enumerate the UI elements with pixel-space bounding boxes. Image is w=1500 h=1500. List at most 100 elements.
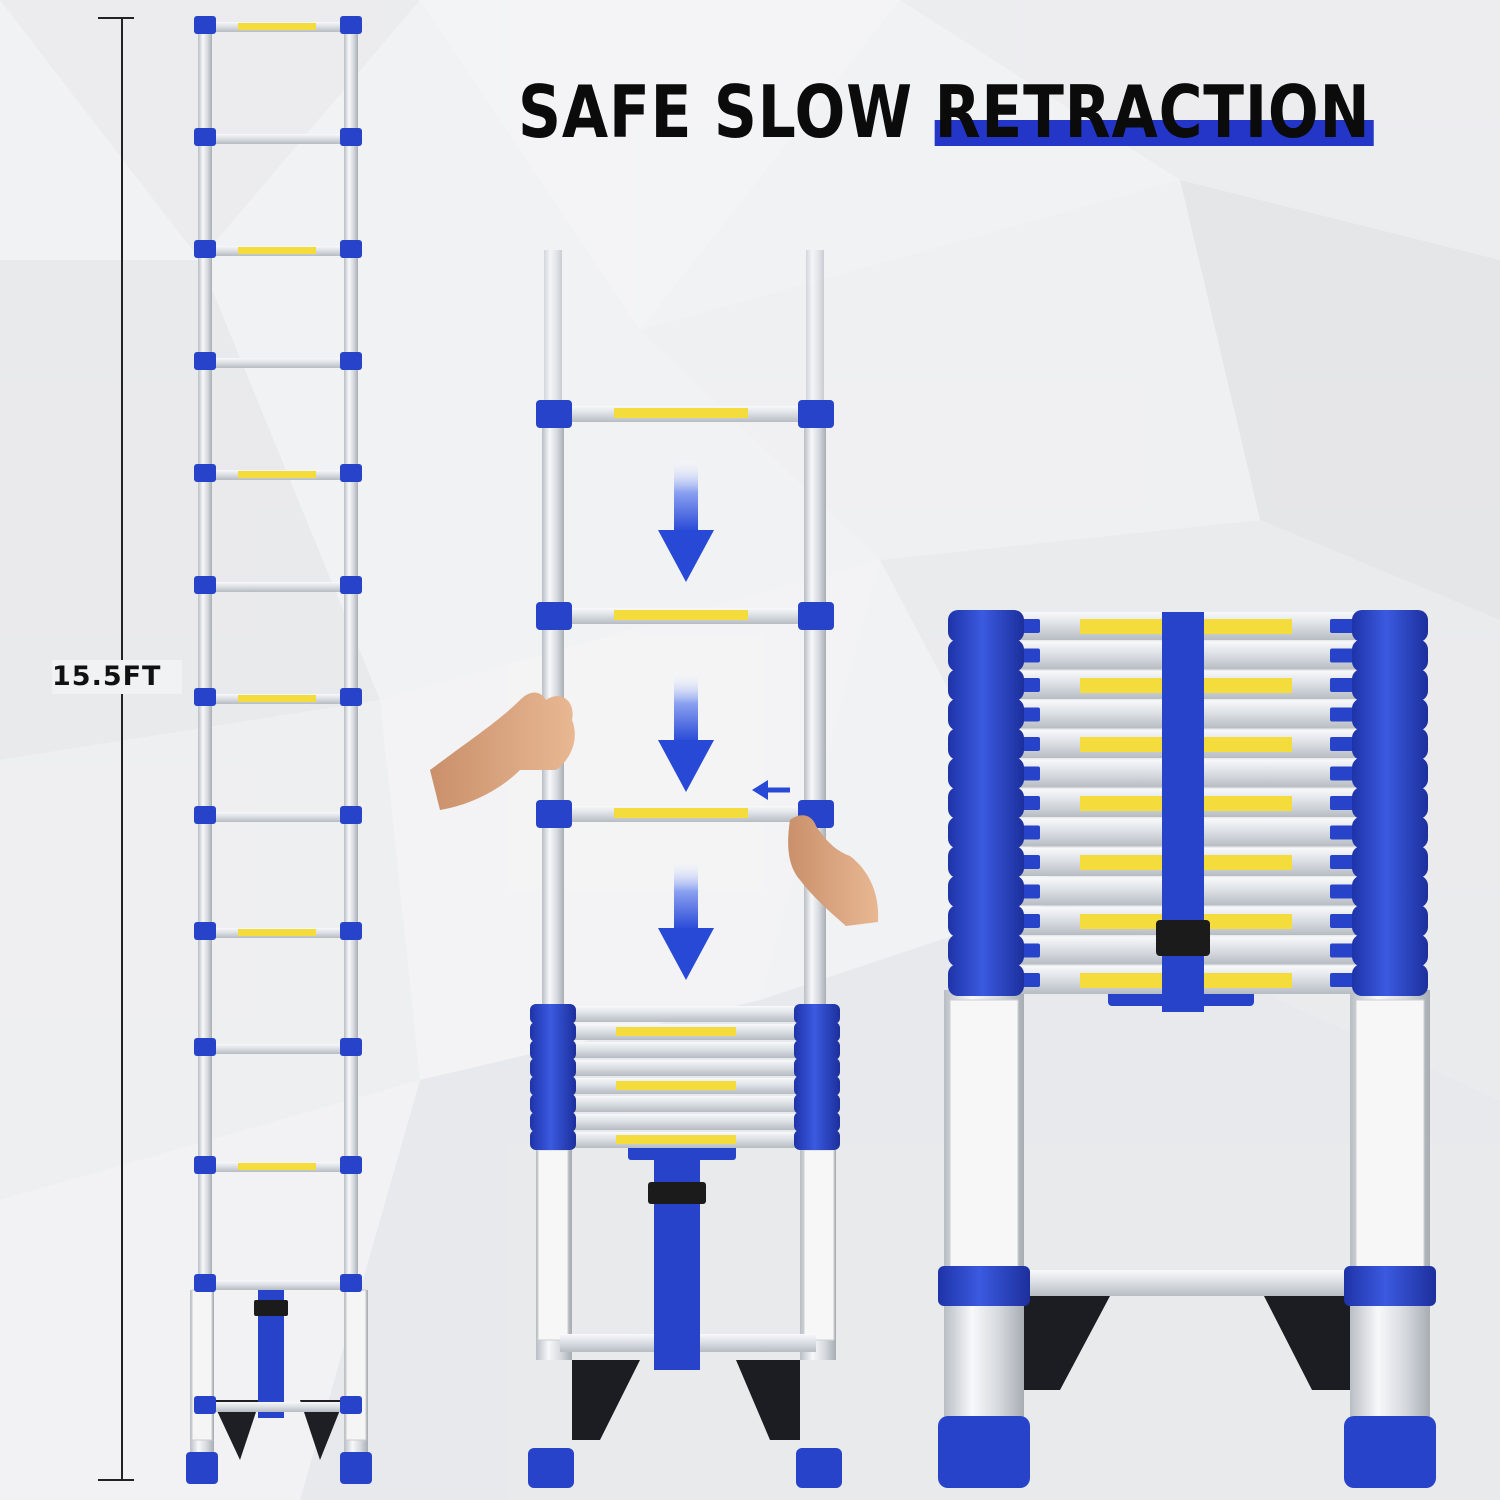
ladder-retracting: [528, 250, 842, 1488]
rung-collar: [340, 16, 362, 34]
hand-icon: [788, 815, 879, 926]
rung-collar: [194, 922, 216, 940]
stacked-collar: [1352, 787, 1428, 819]
stacked-collar: [948, 610, 1024, 642]
stacked-collar: [1352, 639, 1428, 672]
stacked-collar: [1352, 875, 1428, 908]
ladder-rung: [212, 812, 344, 822]
warning-label: [614, 408, 748, 418]
ladder-rung: [212, 1402, 344, 1412]
stacked-collar: [948, 905, 1024, 937]
stacked-collar: [794, 1094, 840, 1114]
rung-collar: [194, 464, 216, 482]
stacked-collar: [948, 698, 1024, 731]
warning-label: [238, 23, 316, 30]
rung-collar: [340, 240, 362, 258]
rung-collar: [194, 352, 216, 370]
stacked-collar: [1352, 905, 1428, 937]
stacked-collar: [530, 1058, 576, 1078]
stacked-collar: [1352, 610, 1428, 642]
warning-label: [616, 1081, 736, 1090]
stacked-collar: [530, 1112, 576, 1132]
stacked-collar: [948, 669, 1024, 701]
stacked-collar: [948, 816, 1024, 849]
rung-collar: [194, 576, 216, 594]
rung-collar: [340, 688, 362, 706]
rung-collar: [194, 16, 216, 34]
headline-part1: SAFE SLOW: [518, 70, 913, 154]
stacked-collar: [1352, 728, 1428, 760]
rung-collar: [340, 922, 362, 940]
rung-collar: [194, 240, 216, 258]
stacked-collar: [948, 875, 1024, 908]
warning-label: [616, 1135, 736, 1144]
stacked-collar: [794, 1058, 840, 1078]
stacked-collar: [530, 1004, 576, 1024]
ladder-collapsed: [938, 610, 1436, 1488]
rung-collar: [194, 1156, 216, 1174]
down-arrow-icon: [658, 460, 714, 582]
rung-collar: [340, 576, 362, 594]
rung-collar: [194, 1038, 216, 1056]
rung-collar: [340, 1038, 362, 1056]
stacked-collar: [1352, 964, 1428, 996]
stacked-collar: [948, 639, 1024, 672]
rung-collar: [194, 688, 216, 706]
stacked-collar: [1352, 816, 1428, 849]
ladder-rung: [212, 582, 344, 592]
headline: SAFE SLOW RETRACTION: [518, 70, 1370, 154]
stacked-collar: [948, 787, 1024, 819]
rung-collar: [798, 602, 834, 630]
stacked-collar: [1352, 934, 1428, 967]
hand-icon: [430, 692, 575, 810]
stacked-collar: [1352, 846, 1428, 878]
stacked-collar: [1352, 698, 1428, 731]
ladder-rung: [212, 1044, 344, 1054]
rung-collar: [340, 128, 362, 146]
rung-collar: [536, 602, 572, 630]
ladder-rung: [212, 1280, 344, 1290]
stacked-collar: [948, 728, 1024, 760]
stacked-collar: [794, 1022, 840, 1042]
rung-collar: [194, 128, 216, 146]
stacked-collar: [530, 1130, 576, 1150]
warning-label: [238, 471, 316, 478]
stacked-rung: [572, 1042, 798, 1058]
stacked-collar: [794, 1076, 840, 1096]
height-dimension-line: [98, 17, 134, 1481]
warning-label: [614, 808, 748, 818]
rung-collar: [340, 352, 362, 370]
stacked-collar: [530, 1040, 576, 1060]
headline-part2: RETRACTION: [934, 70, 1371, 154]
rung-collar: [194, 806, 216, 824]
stacked-collar: [948, 846, 1024, 878]
warning-label: [238, 1163, 316, 1170]
stacked-rung: [572, 1006, 798, 1022]
headline-highlight: RETRACTION: [935, 70, 1371, 154]
warning-label: [238, 695, 316, 702]
down-arrow-icon: [658, 672, 714, 792]
rung-collar: [340, 1396, 362, 1414]
down-arrow-icon: [658, 860, 714, 980]
rung-collar: [340, 1156, 362, 1174]
warning-label: [616, 1027, 736, 1036]
warning-label: [614, 610, 748, 620]
warning-label: [238, 929, 316, 936]
rung-collar: [798, 400, 834, 428]
stacked-collar: [794, 1004, 840, 1024]
stacked-collar: [948, 934, 1024, 967]
stacked-collar: [794, 1130, 840, 1150]
warning-label: [238, 247, 316, 254]
stacked-collar: [794, 1112, 840, 1132]
left-arrow-icon: [752, 780, 790, 800]
rung-collar: [536, 400, 572, 428]
rung-collar: [536, 800, 572, 828]
stacked-collar: [1352, 757, 1428, 790]
ladder-extended: [186, 16, 372, 1484]
stacked-collar: [948, 964, 1024, 996]
stacked-collar: [530, 1022, 576, 1042]
rung-collar: [194, 1396, 216, 1414]
stacked-collar: [530, 1094, 576, 1114]
stacked-rung: [572, 1114, 798, 1130]
